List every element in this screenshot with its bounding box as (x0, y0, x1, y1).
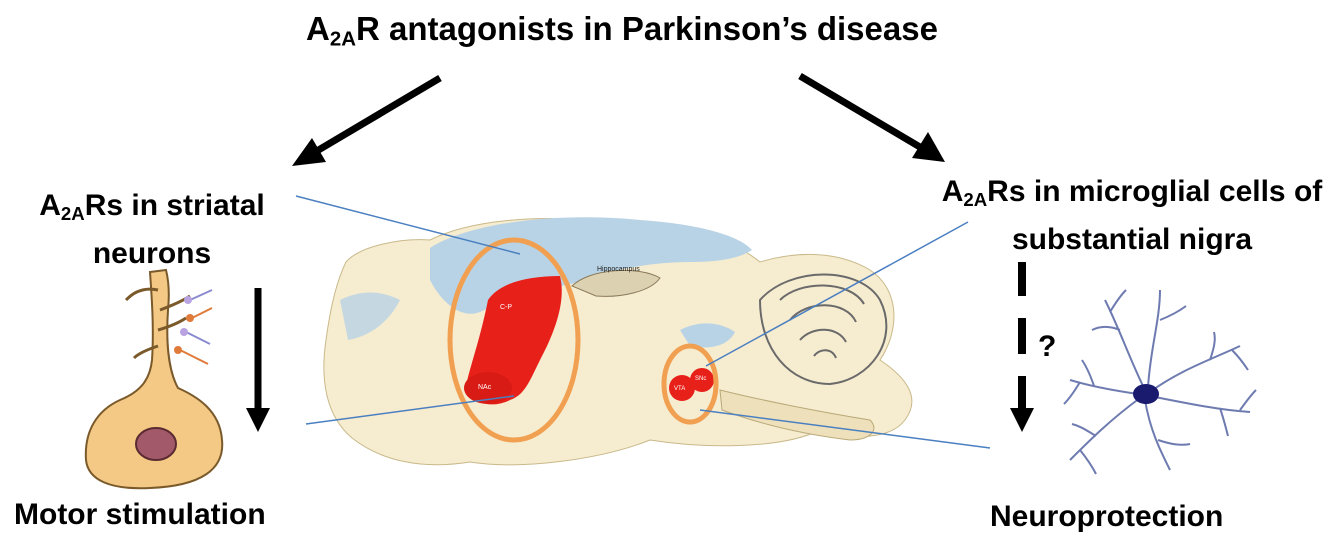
microglia-nucleus (1133, 384, 1159, 404)
dashed-arrow-neuroprotection (1010, 262, 1034, 432)
microglial-cells-heading: A2ARs in microglial cells of substantial… (932, 172, 1332, 260)
snc-label: SNc (695, 376, 706, 382)
neuroprotection-label: Neuroprotection (990, 500, 1223, 534)
striatal-neurons-heading: A2ARs in striatal neurons (12, 186, 292, 274)
hippocampus-label: Hippocampus (597, 266, 640, 273)
arrow-to-microglia (800, 76, 925, 150)
diagram-title: A2AR antagonists in Parkinson’s disease (306, 10, 938, 52)
microglia-illustration (1064, 290, 1256, 474)
striatal-neuron-illustration (86, 270, 222, 488)
cp-label: C-P (500, 304, 512, 311)
arrowhead-motor (246, 408, 270, 432)
question-mark: ? (1038, 330, 1056, 364)
vta-label: VTA (674, 386, 685, 392)
arrow-to-striatal (305, 78, 440, 158)
brain-sagittal-section (324, 217, 912, 464)
motor-stimulation-label: Motor stimulation (14, 498, 266, 532)
nac-label: NAc (478, 384, 491, 391)
